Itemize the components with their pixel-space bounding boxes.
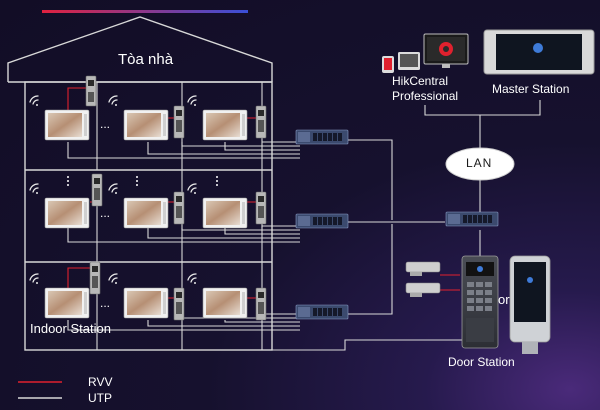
door-phone-icon (89, 261, 101, 295)
wifi-icon (108, 273, 118, 284)
indoor-monitor-icon (123, 197, 169, 229)
hikcentral-devices-icon (382, 33, 469, 73)
legend-rvv-label: RVV (88, 375, 113, 389)
top-accent-bar (42, 10, 248, 13)
indoor-monitor-icon (44, 287, 90, 319)
wifi-icon (108, 95, 118, 106)
ellipsis-row1: ... (100, 117, 111, 131)
network-switch-icon (295, 129, 349, 145)
door-phone-icon (255, 105, 267, 139)
building-label: Tòa nhà (118, 51, 174, 68)
legend-utp-label: UTP (88, 391, 112, 405)
indoor-monitor-icon (202, 109, 248, 141)
or-label: or (498, 292, 510, 307)
wifi-icon (29, 95, 39, 106)
indoor-monitors (44, 109, 248, 319)
indoor-monitor-icon (44, 197, 90, 229)
network-switch-icon (445, 211, 499, 227)
indoor-station-label: Indoor Station (30, 321, 111, 336)
indoor-monitor-icon (202, 197, 248, 229)
door-phone-icon (173, 191, 185, 225)
ellipsis-row3: ... (100, 296, 111, 310)
door-phone-icon (173, 105, 185, 139)
door-phone-units (85, 75, 267, 321)
wifi-icon (187, 273, 197, 284)
indoor-monitor-icon (123, 109, 169, 141)
wifi-icon (187, 183, 197, 194)
door-station-keypad-icon (461, 255, 499, 349)
legend-lines (18, 381, 62, 399)
network-switch-icon (295, 304, 349, 320)
wifi-icon (187, 95, 197, 106)
wifi-icon (29, 183, 39, 194)
master-station-icon (483, 29, 595, 75)
door-station-face-icon (509, 255, 551, 354)
indoor-monitor-icon (123, 287, 169, 319)
more-floors-dots (67, 176, 218, 186)
wifi-icons (29, 95, 197, 284)
hikcentral-label-line1: HikCentral (392, 74, 449, 88)
lan-label: LAN (466, 156, 493, 170)
network-switches (295, 129, 499, 320)
indoor-monitor-icon (202, 287, 248, 319)
electric-lock-icon (405, 261, 441, 276)
door-phone-icon (91, 173, 103, 207)
door-station-label: Door Station (448, 355, 515, 369)
door-phone-icon (255, 191, 267, 225)
wifi-icon (29, 273, 39, 284)
door-phone-icon (173, 287, 185, 321)
wifi-icon (108, 183, 118, 194)
electric-lock-icon (405, 282, 441, 297)
ellipsis-row2: ... (100, 206, 111, 220)
network-switch-icon (295, 213, 349, 229)
door-phone-icon (85, 75, 97, 107)
lan-cloud-icon (445, 147, 515, 181)
hikcentral-logo-icon (439, 42, 453, 56)
hikcentral-label-line2: Professional (392, 89, 459, 103)
indoor-monitor-icon (44, 109, 90, 141)
door-phone-icon (255, 287, 267, 321)
master-station-label: Master Station (492, 82, 570, 96)
